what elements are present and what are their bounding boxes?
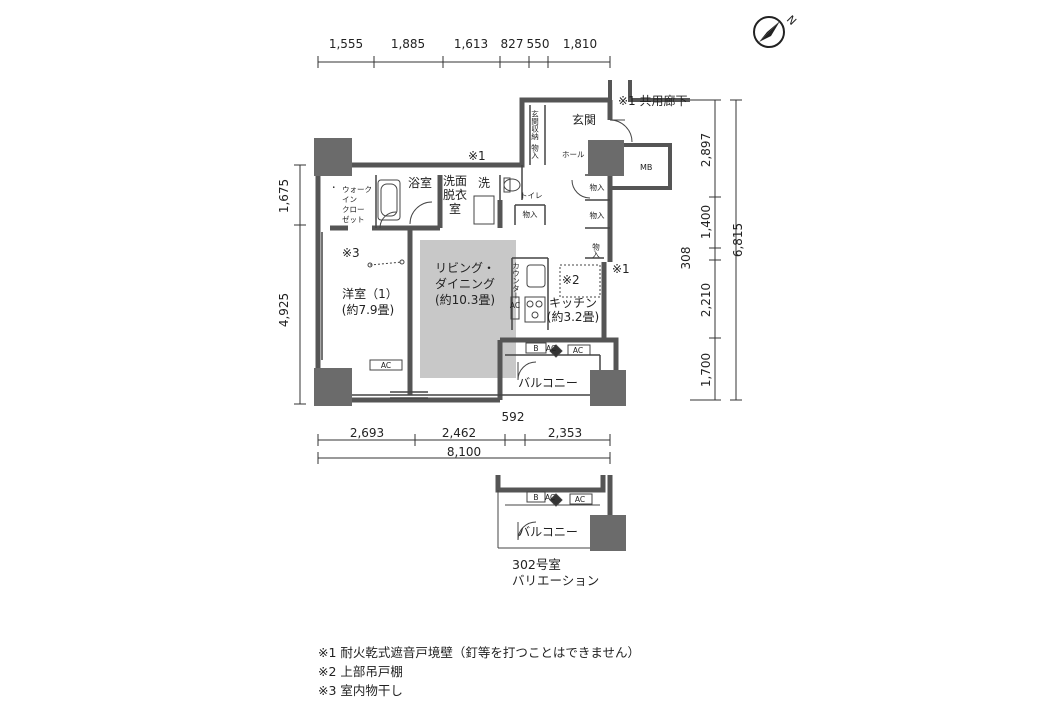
ac-label-western: AC <box>381 361 391 370</box>
top-dim-2: 1,885 <box>391 37 425 51</box>
wic-mark: ・ <box>330 183 338 192</box>
variation-balcony-label: バルコニー <box>518 525 578 539</box>
compass-north-label: N <box>784 13 799 28</box>
bottom-dim-total: 8,100 <box>447 445 481 459</box>
toilet-label: トイレ <box>520 191 543 200</box>
ac-label-ldk: AC <box>510 301 520 310</box>
mb-label: MB <box>640 163 652 172</box>
mark-2: ※2 <box>562 273 580 287</box>
washroom-label-2: 脱衣 <box>443 187 467 202</box>
variation-title: バリエーション <box>512 573 599 588</box>
ac-label-balcony-2: AC <box>573 346 583 355</box>
compass-icon <box>753 16 785 48</box>
bottom-dim-mid: 592 <box>502 410 525 424</box>
storage-label-2: 物入 <box>590 210 605 220</box>
right-dim-4: 2,210 <box>699 283 713 317</box>
bottom-dim-1: 2,693 <box>350 426 384 440</box>
structural-columns <box>314 138 626 406</box>
storage-label-hall: 物入 <box>530 143 539 160</box>
top-dimension-line <box>317 56 611 68</box>
genkan-storage-label: 玄関収納 <box>530 109 539 142</box>
top-dim-6: 1,810 <box>563 37 597 51</box>
hall-label: ホール <box>562 150 585 159</box>
right-dim-3: 308 <box>679 247 693 270</box>
corridor-label: ※1 共用廊下 <box>618 93 688 108</box>
kitchen-label: キッチン <box>549 296 597 310</box>
variation-ac-label-1: AC <box>545 493 555 502</box>
ldk-label-2: ダイニング <box>435 276 495 291</box>
variation-plan: B AC AC バルコニー 302号室 バリエーション <box>495 475 626 588</box>
storage-label-1: 物入 <box>590 182 605 192</box>
bottom-dimension-line <box>317 434 611 464</box>
walls <box>315 97 619 403</box>
ac-label-balcony-1: AC <box>546 344 556 353</box>
top-dim-5: 550 <box>527 37 550 51</box>
note-3: ※3 室内物干し <box>318 683 403 698</box>
ldk-size: (約10.3畳) <box>435 292 495 307</box>
ldk-label-1: リビング・ <box>435 261 495 275</box>
variation-ac-label-2: AC <box>575 495 585 504</box>
top-dim-3: 1,613 <box>454 37 488 51</box>
mb-shaft <box>610 143 672 190</box>
kitchen-size: (約3.2畳) <box>547 309 599 324</box>
note-2: ※2 上部吊戸棚 <box>318 664 403 679</box>
left-dimension-line <box>294 164 306 405</box>
variation-room-label: 302号室 <box>512 557 561 572</box>
mark-1-top: ※1 <box>468 149 486 163</box>
wic-label-2: イン <box>342 195 357 204</box>
mark-1-right: ※1 <box>612 262 630 276</box>
right-dim-5: 1,700 <box>699 353 713 387</box>
right-dimension-line <box>690 99 742 401</box>
washroom-label-1: 洗面 <box>443 174 467 188</box>
note-1: ※1 耐火乾式遮音戸境壁（釘等を打つことはできません） <box>318 645 641 660</box>
left-dim-2: 4,925 <box>277 293 291 327</box>
top-dim-1: 1,555 <box>329 37 363 51</box>
storage-label-4: 物入 <box>591 242 600 258</box>
mark-3: ※3 <box>342 246 360 260</box>
wic-label-3: クロー <box>342 205 365 214</box>
top-dim-4: 827 <box>501 37 524 51</box>
western-room-label: 洋室（1） <box>342 286 398 301</box>
right-dim-1: 2,897 <box>699 133 713 167</box>
left-dim-1: 1,675 <box>277 179 291 213</box>
bath-label: 浴室 <box>408 175 432 190</box>
right-dim-total: 6,815 <box>731 223 745 257</box>
counter-label: カウンター <box>512 262 521 300</box>
sen-label: 洗 <box>478 176 490 190</box>
wic-label-4: ゼット <box>342 214 365 224</box>
right-dim-2: 1,400 <box>699 205 713 239</box>
bottom-dim-3: 2,353 <box>548 426 582 440</box>
genkan-label: 玄関 <box>572 112 596 127</box>
wic-label-1: ウォーク <box>342 185 372 194</box>
storage-label-3: 物入 <box>523 209 538 219</box>
b-label: B <box>533 344 538 353</box>
washroom-label-3: 室 <box>449 201 461 216</box>
fixtures <box>367 119 633 381</box>
corridor-wall <box>608 80 690 102</box>
bottom-dim-2: 2,462 <box>442 426 476 440</box>
western-room-size: (約7.9畳) <box>342 302 394 317</box>
balcony-label: バルコニー <box>518 376 578 390</box>
variation-b-label: B <box>533 493 538 502</box>
